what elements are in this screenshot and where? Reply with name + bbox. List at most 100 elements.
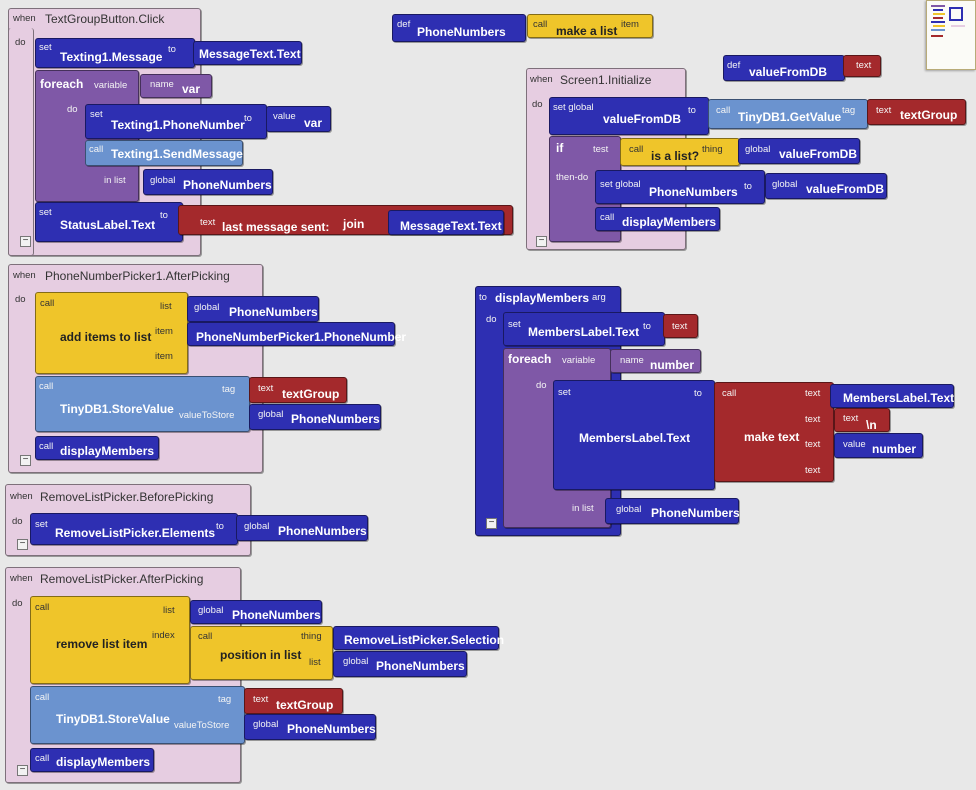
collapse-toggle[interactable]: − [17, 765, 28, 776]
make-text-block[interactable] [714, 382, 834, 482]
global-value: PhoneNumbers [291, 412, 380, 426]
name-block-var[interactable] [140, 74, 212, 98]
getter-message-text[interactable] [193, 41, 302, 65]
event-name: TextGroupButton.Click [45, 12, 165, 26]
in-list-label: in list [572, 503, 594, 514]
is-list-name: is a list? [651, 149, 700, 163]
global-getter-phonenumbers[interactable] [187, 296, 319, 322]
collapse-toggle[interactable]: − [20, 236, 31, 247]
when-label: when [530, 74, 553, 85]
global-getter-phonenumbers[interactable] [236, 515, 368, 541]
global-getter-valuefromdb-2[interactable] [765, 173, 887, 199]
value-block-var[interactable] [266, 106, 331, 132]
text-block-empty[interactable] [663, 314, 698, 338]
remove-item-name: remove list item [56, 637, 148, 651]
text-label: text [856, 60, 872, 71]
def-name: PhoneNumbers [417, 25, 506, 39]
remove-list-item-block[interactable] [30, 596, 190, 684]
call-block-send-message[interactable] [85, 140, 243, 166]
name-block-number[interactable] [610, 349, 701, 373]
global-getter-phonenumbers[interactable] [605, 498, 739, 524]
global-getter-phonenumbers[interactable] [143, 169, 273, 195]
def-name: valueFromDB [749, 65, 828, 79]
thing-label: thing [301, 631, 322, 642]
global-value: PhoneNumbers [651, 506, 740, 520]
getter-value: MembersLabel.Text [843, 391, 955, 405]
set-property: Texting1.Message [60, 50, 163, 64]
global-label: global [745, 144, 771, 155]
getter-remove-selection[interactable] [333, 626, 499, 650]
call-tinydb-getvalue[interactable] [708, 99, 868, 129]
getter-picker-phonenumber[interactable] [187, 322, 395, 346]
call-method: Texting1.SendMessage [111, 147, 243, 161]
set-block-status-label[interactable] [35, 202, 183, 242]
event-name: RemoveListPicker.AfterPicking [40, 572, 204, 586]
text-block-textgroup[interactable] [249, 377, 347, 403]
global-value: PhoneNumbers [278, 524, 367, 538]
call-label: call [89, 144, 104, 155]
do-label: do [15, 37, 26, 48]
global-label: global [198, 605, 224, 616]
set-label: set [558, 387, 571, 398]
call-display-members[interactable] [595, 207, 720, 231]
set-remove-picker-elements[interactable] [30, 513, 238, 545]
set-block-texting-message[interactable] [35, 38, 195, 68]
global-label: global [343, 656, 369, 667]
set-global-var: PhoneNumbers [649, 185, 738, 199]
tag-label: tag [222, 384, 236, 395]
text-block-newline[interactable] [834, 408, 890, 432]
call-label: call [39, 381, 54, 392]
do-label-inner: do [67, 104, 78, 115]
text-label: text [805, 388, 821, 399]
call-display-members[interactable] [35, 436, 159, 460]
workspace-minimap[interactable] [926, 0, 976, 70]
getter-value: MessageText.Text [199, 47, 301, 61]
position-in-list-block[interactable] [190, 626, 333, 680]
set-members-label-inner[interactable] [553, 380, 715, 490]
text-block-textgroup[interactable] [244, 688, 343, 714]
tag-label: tag [842, 105, 856, 116]
call-tinydb-storevalue[interactable] [30, 686, 245, 744]
text-label: text [843, 413, 859, 424]
text-label: text [200, 217, 216, 228]
name-value: var [182, 82, 201, 96]
set-label: set [35, 519, 48, 530]
global-getter-valuefromdb[interactable] [738, 138, 860, 164]
call-tinydb-storevalue[interactable] [35, 376, 250, 432]
set-global-phonenumbers[interactable] [595, 170, 765, 204]
collapse-toggle[interactable]: − [20, 455, 31, 466]
def-label: def [727, 60, 741, 71]
to-label: to [479, 292, 487, 303]
def-block-phonenumbers[interactable] [392, 14, 526, 42]
getter-message-text-join[interactable] [388, 210, 504, 235]
make-list-block[interactable] [527, 14, 653, 38]
is-list-block[interactable] [620, 138, 740, 166]
name-label: name [150, 79, 174, 90]
global-value: valueFromDB [779, 147, 858, 161]
global-getter-phonenumbers-3[interactable] [244, 714, 376, 740]
index-label: index [152, 630, 175, 641]
global-getter-phonenumbers-2[interactable] [249, 404, 381, 430]
value-block-number[interactable] [834, 433, 923, 458]
collapse-toggle[interactable]: − [536, 236, 547, 247]
when-label: when [10, 491, 33, 502]
text-label-4: text [805, 465, 821, 476]
text-block-textgroup[interactable] [867, 99, 966, 125]
global-getter-phonenumbers-2[interactable] [333, 651, 467, 677]
join-value: MessageText.Text [400, 219, 502, 233]
set-members-label[interactable] [503, 312, 665, 346]
global-value: valueFromDB [806, 182, 885, 196]
add-items-name: add items to list [60, 330, 152, 344]
do-label: do [15, 294, 26, 305]
if-label: if [556, 141, 564, 155]
global-getter-phonenumbers[interactable] [190, 600, 322, 624]
text-block-empty[interactable] [843, 55, 881, 77]
collapse-toggle[interactable]: − [17, 539, 28, 550]
set-block-texting-phonenumber[interactable] [85, 104, 267, 139]
set-label: set [39, 42, 52, 53]
call-label: call [35, 602, 50, 613]
set-global-valuefromdb[interactable] [549, 97, 709, 135]
call-display-members[interactable] [30, 748, 154, 772]
getter-members-label-text[interactable] [830, 384, 954, 408]
collapse-toggle[interactable]: − [486, 518, 497, 529]
